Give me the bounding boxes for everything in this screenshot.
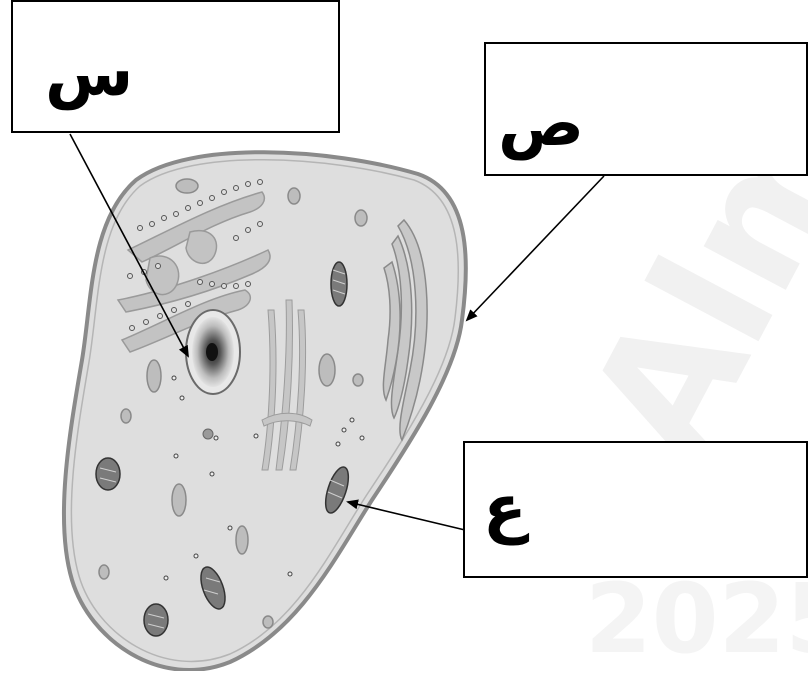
pointer-lines bbox=[69, 133, 605, 531]
label-box-sin: س bbox=[11, 0, 340, 133]
label-box-ayn: ع bbox=[463, 441, 808, 578]
pointer-ayn bbox=[346, 499, 466, 531]
label-sad: ص bbox=[498, 87, 585, 161]
pointer-sad bbox=[465, 175, 605, 322]
centrosome bbox=[202, 428, 214, 440]
pointer-sin bbox=[69, 133, 189, 358]
cell-membrane-inner bbox=[70, 159, 460, 663]
ribosome-dots bbox=[127, 179, 263, 331]
small-granules bbox=[163, 375, 365, 581]
cytoskeleton bbox=[261, 299, 313, 471]
label-box-sad: ص bbox=[484, 42, 808, 176]
label-ayn: ع bbox=[483, 472, 527, 546]
golgi-apparatus bbox=[382, 218, 428, 442]
label-sin: س bbox=[45, 37, 134, 111]
vesicles bbox=[98, 178, 368, 629]
watermark-year: 2025 bbox=[585, 563, 808, 671]
mitochondria-cristae bbox=[99, 269, 346, 629]
mitochondria bbox=[95, 261, 350, 637]
nucleus bbox=[185, 309, 241, 395]
